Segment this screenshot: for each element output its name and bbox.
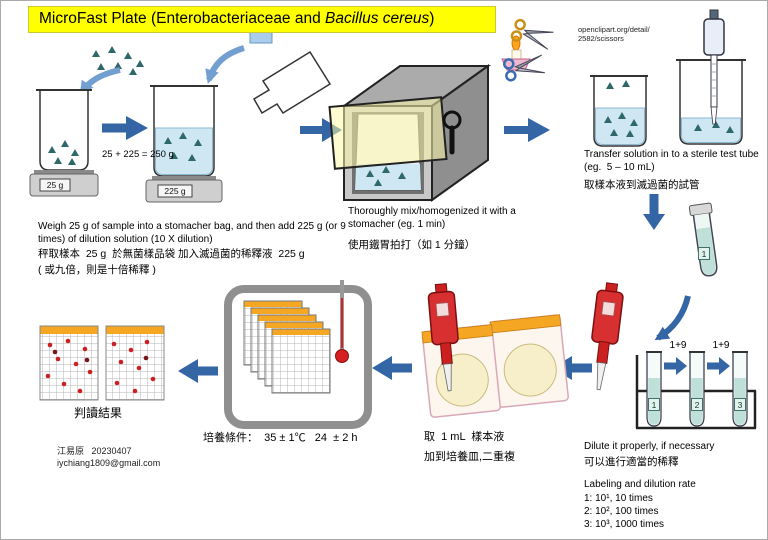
- title-text-italic: Bacillus cereus: [325, 10, 430, 27]
- curved-arrow-to-dilution: [654, 295, 691, 341]
- arrow-down: [643, 194, 665, 230]
- scissors-credit-line1: openclipart.org/detail/: [578, 25, 650, 34]
- dilution-labeling-title: Labeling and dilution rate: [584, 479, 696, 490]
- dilution-rate-3: 3: 10³, 1000 times: [584, 519, 665, 530]
- weigh-caption-zh-1: 秤取樣本 25 g 於無菌樣品袋 加入滅過菌的稀釋液 225 g: [38, 248, 305, 260]
- curved-arrow-sample: [79, 67, 121, 96]
- stomacher-caption-en: Thoroughly mix/homogenized it with a sto…: [348, 206, 519, 230]
- transfer-caption-en: Transfer solution in to a sterile test t…: [584, 149, 762, 173]
- stomacher-door: [328, 96, 448, 170]
- homogenate-beaker: [590, 75, 648, 147]
- dilution-rate-2: 2: 10², 100 times: [584, 506, 659, 517]
- beaker-25g: [36, 89, 92, 171]
- dilution-tube-1: [646, 351, 662, 427]
- title-banner: MicroFast Plate (Enterobacteriaceae and …: [28, 6, 496, 33]
- sum-label: 25 + 225 = 250 g: [102, 149, 174, 160]
- plate-stack: [243, 300, 331, 394]
- arrow-to-incubator: [372, 356, 412, 380]
- dilution-tube-label-1: 1: [648, 398, 660, 411]
- dilution-ratio-label-2: 1+9: [712, 340, 730, 351]
- scale-25g: [29, 170, 99, 197]
- result-plate-2: [105, 325, 165, 401]
- footer-author: 江易原 20230407: [57, 446, 132, 456]
- micropipette-icon: [584, 281, 626, 392]
- scissors-credit-line2: 2582/scissors: [578, 34, 624, 43]
- dilution-caption-zh: 可以進行適當的稀釋: [584, 456, 679, 468]
- dilution-tube-2: [689, 351, 705, 427]
- microfast-plate-b: [489, 314, 569, 408]
- arrow-to-results: [178, 359, 218, 383]
- serological-pipette: [703, 9, 725, 125]
- sample-tube: [688, 202, 718, 277]
- transfer-caption-zh: 取樣本液到滅過菌的試管: [584, 179, 700, 191]
- arrow-step-3: [504, 118, 550, 142]
- dilution-caption-en: Dilute it properly, if necessary: [584, 441, 715, 452]
- weigh-caption-zh-2: ( 或九倍，則是十倍稀釋 ): [38, 264, 156, 276]
- mini-arrow-1: [664, 357, 687, 375]
- sample-tube-label: 1: [698, 247, 710, 260]
- plating-caption-zh-2: 加到培養皿,二重複: [424, 451, 516, 463]
- scale-display-25g: 25 g: [46, 180, 64, 190]
- curved-arrow-pour: [205, 45, 245, 84]
- scale-225g: [145, 176, 223, 203]
- scale-display-225g: 225 g: [164, 186, 186, 196]
- result-plate-1: [39, 325, 99, 401]
- title-text: MicroFast Plate (Enterobacteriaceae and: [39, 10, 326, 27]
- dilution-bottle: [252, 50, 332, 115]
- beaker-225g: [150, 85, 218, 177]
- reading-caption: 判讀結果: [74, 406, 123, 420]
- stomacher-caption-zh: 使用鐵胃拍打（如 1 分鐘）: [348, 239, 476, 251]
- stomacher-machine: [328, 64, 492, 202]
- footer-email: iychiang1809@gmail.com: [57, 458, 161, 468]
- incubation-caption: 培養條件： 35 ± 1℃ 24 ± 2 h: [203, 432, 358, 444]
- title-text-suffix: ): [429, 10, 435, 27]
- arrow-step-1: [102, 116, 148, 140]
- plating-caption-zh-1: 取 1 mL 樣本液: [424, 431, 505, 443]
- mini-arrow-2: [707, 357, 730, 375]
- dilution-tube-label-2: 2: [691, 398, 703, 411]
- dilution-rate-1: 1: 10¹, 10 times: [584, 493, 653, 504]
- weigh-caption-en: Weigh 25 g of sample into a stomacher ba…: [38, 221, 349, 245]
- dilution-ratio-label-1: 1+9: [669, 340, 687, 351]
- incubator: [224, 280, 372, 429]
- dilution-tube-label-3: 3: [734, 398, 746, 411]
- dilution-tube-3: [732, 351, 748, 427]
- thermometer-icon: [335, 280, 349, 363]
